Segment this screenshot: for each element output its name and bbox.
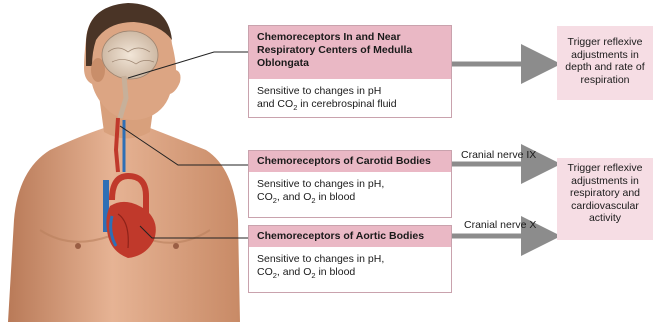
- medulla-box-title: Chemoreceptors In and Near Respiratory C…: [249, 26, 451, 79]
- medulla-response-box: Trigger reflexive adjustments in depth a…: [557, 26, 653, 100]
- aortic-box-title: Chemoreceptors of Aortic Bodies: [249, 226, 451, 247]
- medulla-chemoreceptor-box: Chemoreceptors In and Near Respiratory C…: [248, 25, 452, 118]
- cranial-nerve-x-label: Cranial nerve X: [464, 219, 536, 231]
- medulla-box-description: Sensitive to changes in pH and CO2 in ce…: [249, 79, 451, 117]
- leader-line-medulla: [128, 52, 248, 78]
- leader-line-carotid: [120, 126, 248, 165]
- leader-line-aortic: [140, 226, 248, 238]
- cranial-nerve-ix-label: Cranial nerve IX: [461, 149, 536, 161]
- carotid-chemoreceptor-box: Chemoreceptors of Carotid Bodies Sensiti…: [248, 150, 452, 218]
- carotid-box-title: Chemoreceptors of Carotid Bodies: [249, 151, 451, 172]
- aortic-box-description: Sensitive to changes in pH, CO2, and O2 …: [249, 247, 451, 285]
- carotid-box-description: Sensitive to changes in pH, CO2, and O2 …: [249, 172, 451, 210]
- aortic-chemoreceptor-box: Chemoreceptors of Aortic Bodies Sensitiv…: [248, 225, 452, 293]
- peripheral-response-box: Trigger reflexive adjustments in respira…: [557, 158, 653, 240]
